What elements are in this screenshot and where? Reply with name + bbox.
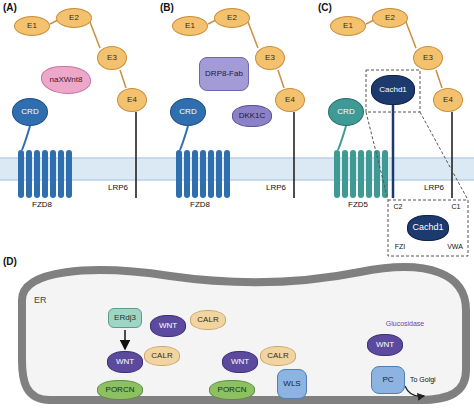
domain-bead: E1 bbox=[14, 16, 50, 36]
node-label: E2 bbox=[69, 14, 79, 23]
ligand: naXWnt8 bbox=[41, 66, 91, 94]
wnt-protein: WNT bbox=[150, 315, 186, 337]
domain-bead: E4 bbox=[433, 88, 463, 112]
node-label: ERdj3 bbox=[114, 314, 136, 323]
fzd-helices bbox=[176, 150, 230, 198]
node-label: WLS bbox=[283, 380, 300, 389]
node-label: E2 bbox=[227, 14, 237, 23]
cachd1-stalk bbox=[392, 105, 395, 198]
domain-bead: E2 bbox=[372, 8, 408, 28]
cachd1-protein: Cachd1 bbox=[407, 215, 449, 241]
node-label: CRD bbox=[179, 108, 196, 117]
destination-note: To Golgi bbox=[410, 376, 436, 384]
node-label: CALR bbox=[151, 352, 172, 361]
node-label: WNT bbox=[116, 358, 134, 367]
node-label: E4 bbox=[285, 96, 295, 105]
porcn-protein: PORCN bbox=[97, 380, 143, 400]
domain-bead: E4 bbox=[117, 88, 147, 112]
node-label: E1 bbox=[185, 22, 195, 31]
zoom-box bbox=[366, 70, 420, 112]
organelle-name: ER bbox=[34, 296, 47, 306]
er-outline bbox=[22, 267, 466, 400]
fzd-helices bbox=[18, 150, 72, 198]
node-label: E1 bbox=[27, 22, 37, 31]
calr-protein: CALR bbox=[190, 310, 226, 330]
wnt-protein: WNT bbox=[367, 334, 403, 356]
fzd-helices bbox=[334, 150, 388, 198]
domain-bead: E2 bbox=[214, 8, 250, 28]
crd-domain: CRD bbox=[12, 98, 48, 126]
node-label: CALR bbox=[197, 316, 218, 325]
domain-bead: E2 bbox=[56, 8, 92, 28]
panel-letter: (B) bbox=[160, 2, 174, 13]
zoom-line bbox=[366, 112, 468, 200]
domain-name: C2 bbox=[394, 203, 403, 211]
cachd1-protein: Cachd1 bbox=[371, 75, 415, 105]
node-label: E2 bbox=[385, 14, 395, 23]
crd-linker bbox=[338, 126, 346, 150]
node-label: PORCN bbox=[218, 386, 247, 395]
export-arrow bbox=[405, 386, 424, 396]
inset-box bbox=[388, 200, 468, 256]
node-label: E4 bbox=[127, 96, 137, 105]
domain-bead: E1 bbox=[172, 16, 208, 36]
node-label: E3 bbox=[265, 54, 275, 63]
node-label: WNT bbox=[231, 358, 249, 367]
node-label: DKK1C bbox=[239, 112, 266, 121]
node-label: E3 bbox=[423, 54, 433, 63]
coreceptor-name: LRP6 bbox=[424, 184, 444, 193]
pc-protein: PC bbox=[371, 366, 405, 394]
calr-protein: CALR bbox=[260, 346, 296, 366]
panel-letter: (D) bbox=[3, 256, 17, 267]
domain-bead: E4 bbox=[275, 88, 305, 112]
node-label: PC bbox=[382, 376, 393, 385]
wls-protein: WLS bbox=[277, 369, 307, 399]
node-label: WNT bbox=[159, 322, 177, 331]
node-label: Cachd1 bbox=[412, 223, 443, 233]
crd-domain: CRD bbox=[328, 98, 364, 126]
node-label: PORCN bbox=[106, 386, 135, 395]
node-label: CALR bbox=[267, 352, 288, 361]
node-label: DRP8-Fab bbox=[205, 70, 243, 79]
receptor-name: FZD8 bbox=[190, 201, 210, 210]
node-label: WNT bbox=[376, 341, 394, 350]
wnt-protein: WNT bbox=[107, 351, 143, 373]
chaperone: ERdj3 bbox=[108, 308, 142, 328]
receptor-name: FZD8 bbox=[32, 201, 52, 210]
panel-letter: (A) bbox=[3, 2, 17, 13]
dkk-domain: DKK1C bbox=[232, 105, 272, 127]
process-arrow bbox=[124, 330, 126, 349]
node-label: E3 bbox=[107, 54, 117, 63]
coreceptor-name: LRP6 bbox=[266, 184, 286, 193]
crd-linker bbox=[22, 126, 188, 150]
porcn-protein: PORCN bbox=[209, 380, 255, 400]
coreceptor-name: LRP6 bbox=[108, 184, 128, 193]
node-label: Cachd1 bbox=[379, 86, 407, 95]
enzyme-name: Glucosidase bbox=[386, 320, 425, 328]
node-label: CRD bbox=[21, 108, 38, 117]
fab-fragment: DRP8-Fab bbox=[199, 57, 249, 91]
domain-bead: E3 bbox=[97, 46, 127, 70]
domain-bead: E3 bbox=[255, 46, 285, 70]
panel-letter: (C) bbox=[318, 2, 332, 13]
calr-protein: CALR bbox=[144, 346, 180, 366]
node-label: E4 bbox=[443, 96, 453, 105]
receptor-name: FZD5 bbox=[348, 201, 368, 210]
node-label: CRD bbox=[337, 108, 354, 117]
domain-name: FZI bbox=[395, 243, 406, 251]
domain-name: VWA bbox=[447, 243, 463, 251]
node-label: E1 bbox=[343, 22, 353, 31]
node-label: naXWnt8 bbox=[50, 76, 83, 85]
domain-bead: E1 bbox=[330, 16, 366, 36]
domain-bead: E3 bbox=[413, 46, 443, 70]
domain-name: C1 bbox=[452, 203, 461, 211]
wnt-protein: WNT bbox=[222, 351, 258, 373]
crd-domain: CRD bbox=[170, 98, 206, 126]
